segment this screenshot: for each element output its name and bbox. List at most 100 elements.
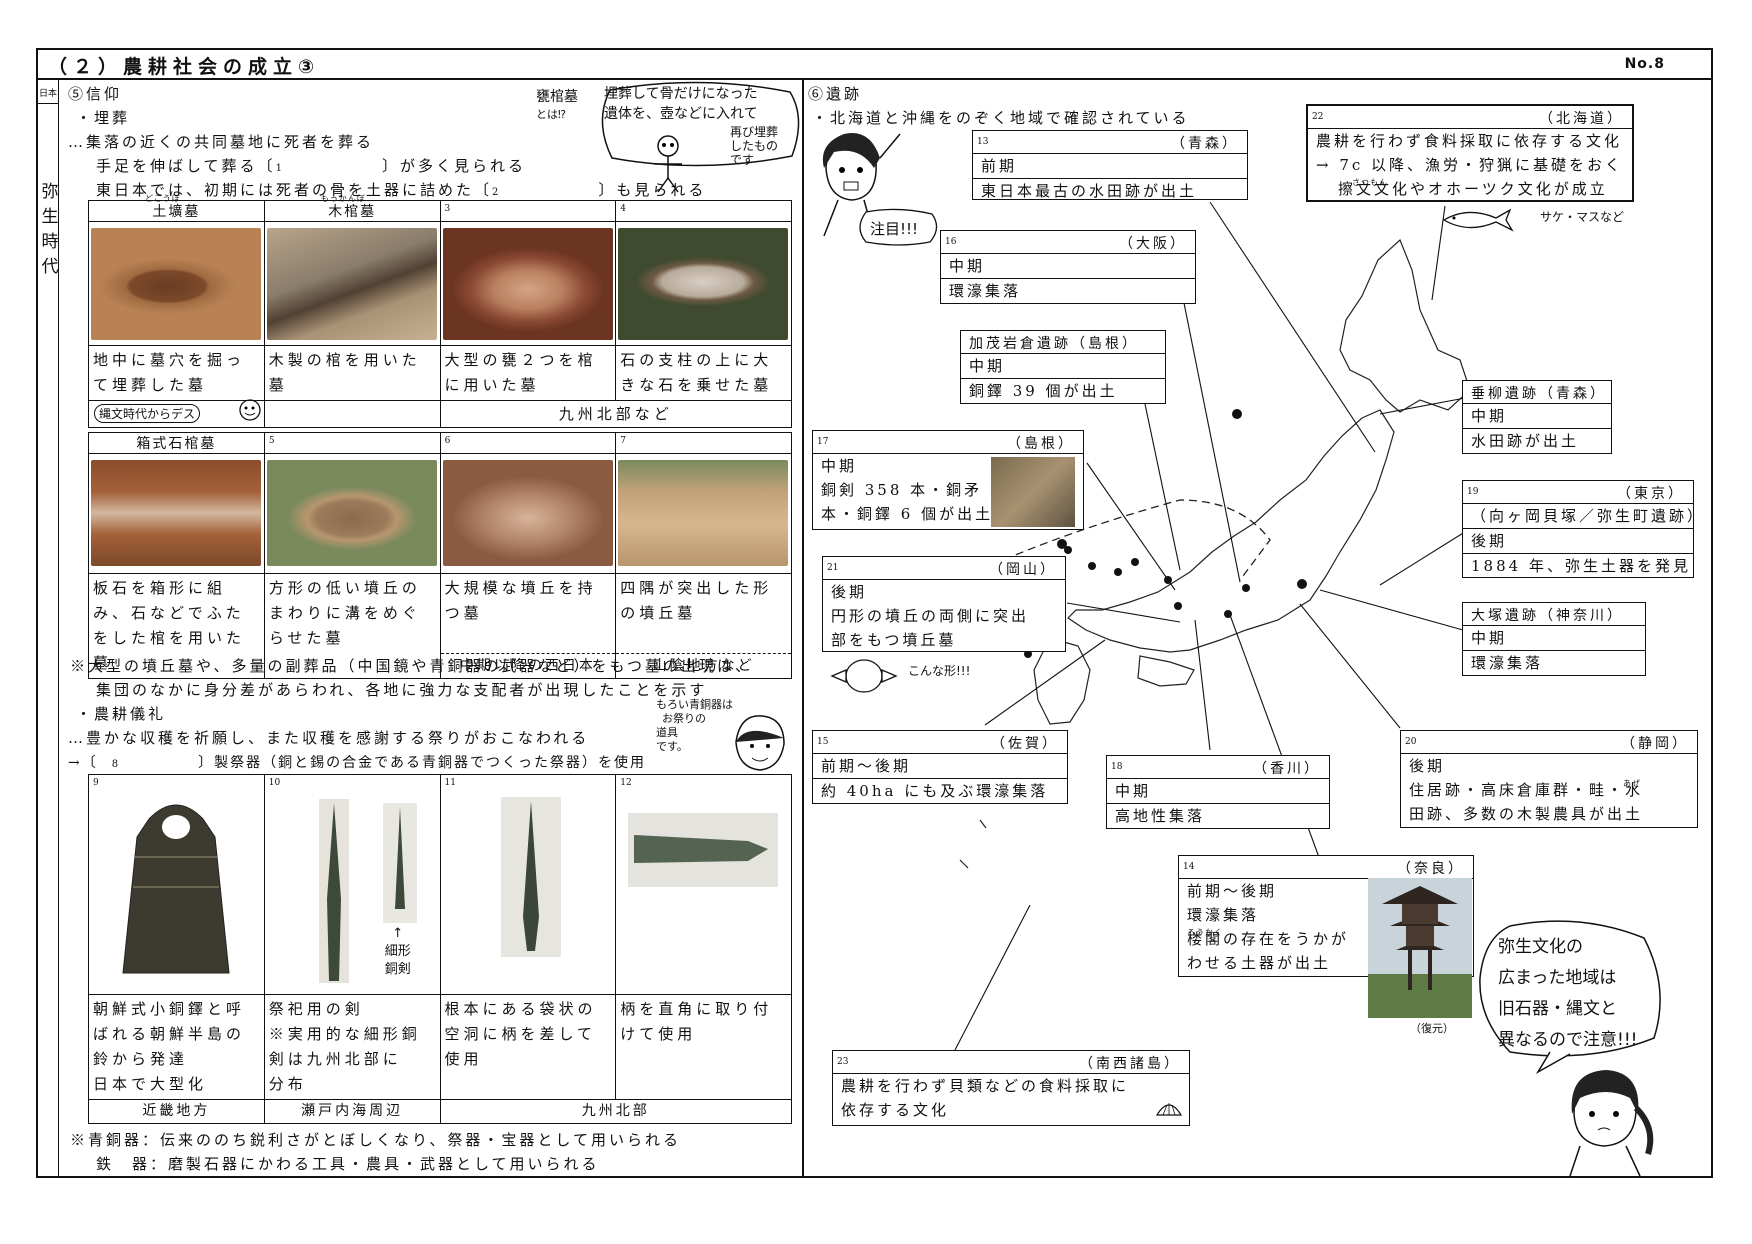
hokkaido-shape bbox=[1339, 238, 1471, 413]
bronze-region-kinki: 近畿地方 bbox=[88, 1099, 265, 1124]
burial-desc-4: 石の支柱の上に大きな石を乗せた墓 bbox=[620, 351, 773, 394]
chumoku-note: 注目!!! bbox=[870, 220, 919, 238]
burial-head-5: 箱式石棺墓 bbox=[88, 432, 265, 454]
center-divider bbox=[802, 80, 804, 1178]
bronze-desc-10-3: 剣は九州北部に bbox=[268, 1050, 402, 1068]
site-box-23: 23（南西諸島） 農耕を行わず貝類などの食料採取に 依存する文化 bbox=[832, 1050, 1190, 1126]
side-header-line bbox=[36, 103, 58, 104]
burial-region-top: 九州北部など bbox=[439, 400, 792, 428]
burial-region-7: 中期以降の西日本 bbox=[440, 653, 616, 678]
yayoi-boundary bbox=[979, 499, 1271, 581]
burial-region-8: 山陰地方など bbox=[616, 653, 791, 678]
doka-photo bbox=[628, 813, 779, 887]
site-box-20: 20（静岡） 後期 あぜ住居跡・高床倉庫群・畦・水 田跡、多数の木製農具が出土 bbox=[1400, 730, 1698, 828]
site-box-22: 22（北海道） 農耕を行わず食料採取に依存する文化 → 7c 以降、漁労・狩猟に… bbox=[1306, 104, 1634, 202]
photo-funkyubo bbox=[442, 460, 613, 566]
romaku-photo bbox=[1368, 878, 1472, 1018]
bronze-desc-12-1: 柄を直角に取り付 bbox=[620, 1000, 773, 1018]
smiley-icon bbox=[239, 399, 261, 421]
burial-desc-2: 木製の棺を用いた墓 bbox=[268, 351, 421, 394]
bubble-1-text-b: 再び埋葬 したもの です bbox=[730, 125, 779, 167]
kamekan-note: 甕棺墓 とは⁉ bbox=[536, 89, 578, 121]
period-label: 弥生時代 bbox=[41, 182, 59, 277]
teacher-character-icon bbox=[822, 133, 901, 237]
dohoko-photo bbox=[318, 799, 417, 983]
bronze-desc-10-2: ※実用的な細形銅 bbox=[268, 1025, 421, 1043]
page-number: No.8 bbox=[1624, 56, 1665, 72]
girl-face-icon bbox=[735, 715, 785, 771]
site-markers bbox=[1024, 409, 1307, 658]
burial-head-1: 土壙墓 bbox=[152, 204, 201, 220]
burial-table-bottom: 箱式石棺墓 5 6 7 板石を箱形に組み、石などでふたをした棺を用いた墓 方形の… bbox=[88, 432, 792, 679]
side-divider bbox=[58, 80, 59, 1178]
bronze-desc-10-1: 祭祀用の剣 bbox=[268, 1000, 364, 1018]
site-box-tareyanagi: 垂柳遺跡（青森） 中期水田跡が出土 bbox=[1462, 380, 1612, 454]
konna-note: こんな形!!! bbox=[908, 664, 971, 678]
bronze-desc-10-4: 分布 bbox=[268, 1075, 307, 1093]
beliefs-heading: ⑤信仰 bbox=[68, 85, 123, 103]
romaku-caption: （復元） bbox=[1410, 1022, 1454, 1035]
beliefs-line-3: 手足を伸ばして葬る〔1〕が多く見られる bbox=[96, 157, 526, 175]
burial-desc-1: 地中に墓穴を掘って埋葬した墓 bbox=[93, 351, 246, 394]
site-box-15: 15（佐賀） 前期～後期約 40ha にも及ぶ環濠集落 bbox=[812, 730, 1068, 804]
burial-desc-3: 大型の甕２つを棺に用いた墓 bbox=[444, 351, 597, 394]
bronze-desc-11-2: 空洞に柄を差して bbox=[444, 1025, 597, 1043]
photo-hokei bbox=[266, 460, 437, 566]
ruins-heading: ⑥遺跡 bbox=[808, 85, 863, 103]
site-box-otsuka: 大塚遺跡（神奈川） 中期環濠集落 bbox=[1462, 602, 1646, 676]
worksheet-frame bbox=[36, 48, 1713, 1178]
nihon-label: 日本 bbox=[39, 89, 58, 99]
honshu-shape bbox=[1067, 409, 1395, 653]
burial-desc-7: 大規模な墳丘を持つ墓 bbox=[444, 579, 597, 622]
burial-num-7: 7 bbox=[620, 436, 626, 446]
burial-desc-5: 板石を箱形に組み、石などでふたをした棺を用いた墓 bbox=[93, 579, 246, 672]
shell-icon bbox=[1155, 1103, 1183, 1116]
site-box-18: 18（香川） 中期高地性集落 bbox=[1106, 755, 1330, 829]
fish-icon bbox=[1442, 208, 1514, 232]
bronze-desc-9-3: 鈴から発達 bbox=[93, 1050, 189, 1068]
bronze-num-11: 11 bbox=[444, 778, 456, 788]
ruins-intro: ・北海道と沖縄をのぞく地域で確認されている bbox=[812, 109, 1190, 127]
photo-mokkanbo bbox=[266, 228, 437, 340]
photo-kamekanbo bbox=[442, 228, 613, 340]
bronze-desc-9-2: ばれる朝鮮半島の bbox=[93, 1025, 246, 1043]
shikoku-shape bbox=[1137, 655, 1195, 687]
note-1a: ※大型の墳丘墓や、多量の副葬品（中国鏡や青銅器の武器など）をもつ墓の出現は、 bbox=[70, 657, 753, 675]
burial-num-3: 3 bbox=[444, 204, 451, 214]
bronze-desc-9-1: 朝鮮式小銅鐸と呼 bbox=[93, 1000, 246, 1018]
bubble-2 bbox=[1479, 920, 1661, 1075]
page-title: （２）農耕社会の成立③ bbox=[48, 56, 321, 78]
tatetsuki-shape-icon bbox=[830, 659, 898, 693]
bubble-1-text: 埋葬して骨だけになった 遺体を、壺などに入れて bbox=[604, 86, 758, 122]
sake-note: サケ・マスなど bbox=[1540, 210, 1625, 224]
bronze-num-12: 12 bbox=[620, 778, 632, 788]
ritual-line-3: →〔8〕製祭器（銅と錫の合金である青銅器でつくった祭器）を使用 bbox=[68, 755, 646, 771]
photo-shisekibo bbox=[618, 228, 789, 340]
burial-head-2: 木棺墓 bbox=[328, 204, 377, 220]
bubble-2-text: 弥生文化の 広まった地域は 旧石器・縄文と 異なるので注意!!! bbox=[1498, 937, 1638, 1050]
site-box-kamoiwakura: 加茂岩倉遺跡（島根） 中期銅鐸 39 個が出土 bbox=[960, 330, 1166, 404]
dotaku-photo bbox=[122, 804, 230, 974]
bronze-desc-9-4: 日本で大型化 bbox=[93, 1075, 208, 1093]
site-box-16: 16（大阪） 中期環濠集落 bbox=[940, 230, 1196, 304]
bronze-region-setouchi: 瀬戸内海周辺 bbox=[263, 1099, 441, 1124]
doken-photo bbox=[500, 797, 561, 957]
burial-num-6: 6 bbox=[444, 436, 451, 446]
bronze-desc-11-1: 根本にある袋状の bbox=[444, 1000, 597, 1018]
bronze-num-9: 9 bbox=[93, 778, 99, 788]
bronze-region-kyushu: 九州北部 bbox=[439, 1099, 792, 1124]
ritual-line-1: ・農耕儀礼 bbox=[76, 705, 167, 723]
photo-yosumi bbox=[618, 460, 789, 566]
note-2a: ※青銅器：伝来ののち鋭利さがとぼしくなり、祭器・宝器として用いられる bbox=[70, 1131, 681, 1149]
burial-desc-8: 四隅が突出した形の墳丘墓 bbox=[620, 579, 773, 622]
site-box-17: 17（島根） 中期 銅剣 358 本・銅矛 16 本・銅鐸 6 個が出土 bbox=[812, 430, 1084, 530]
beliefs-line-2: …集落の近くの共同墓地に死者を葬る bbox=[68, 133, 375, 151]
kyushu-shape bbox=[1033, 637, 1091, 725]
note-2b: 鉄 器：磨製石器にかわる工具・農具・武器として用いられる bbox=[96, 1155, 600, 1173]
burial-desc-6: 方形の低い墳丘のまわりに溝をめぐらせた墓 bbox=[268, 579, 421, 647]
burial-table-top: どこうぼ 土壙墓 もっかんぼ 木棺墓 3 4 地中に墓穴を掘って埋葬した墓 木製… bbox=[88, 194, 792, 428]
beliefs-line-1: ・埋葬 bbox=[76, 109, 131, 127]
photo-hakoshiki bbox=[91, 460, 261, 566]
